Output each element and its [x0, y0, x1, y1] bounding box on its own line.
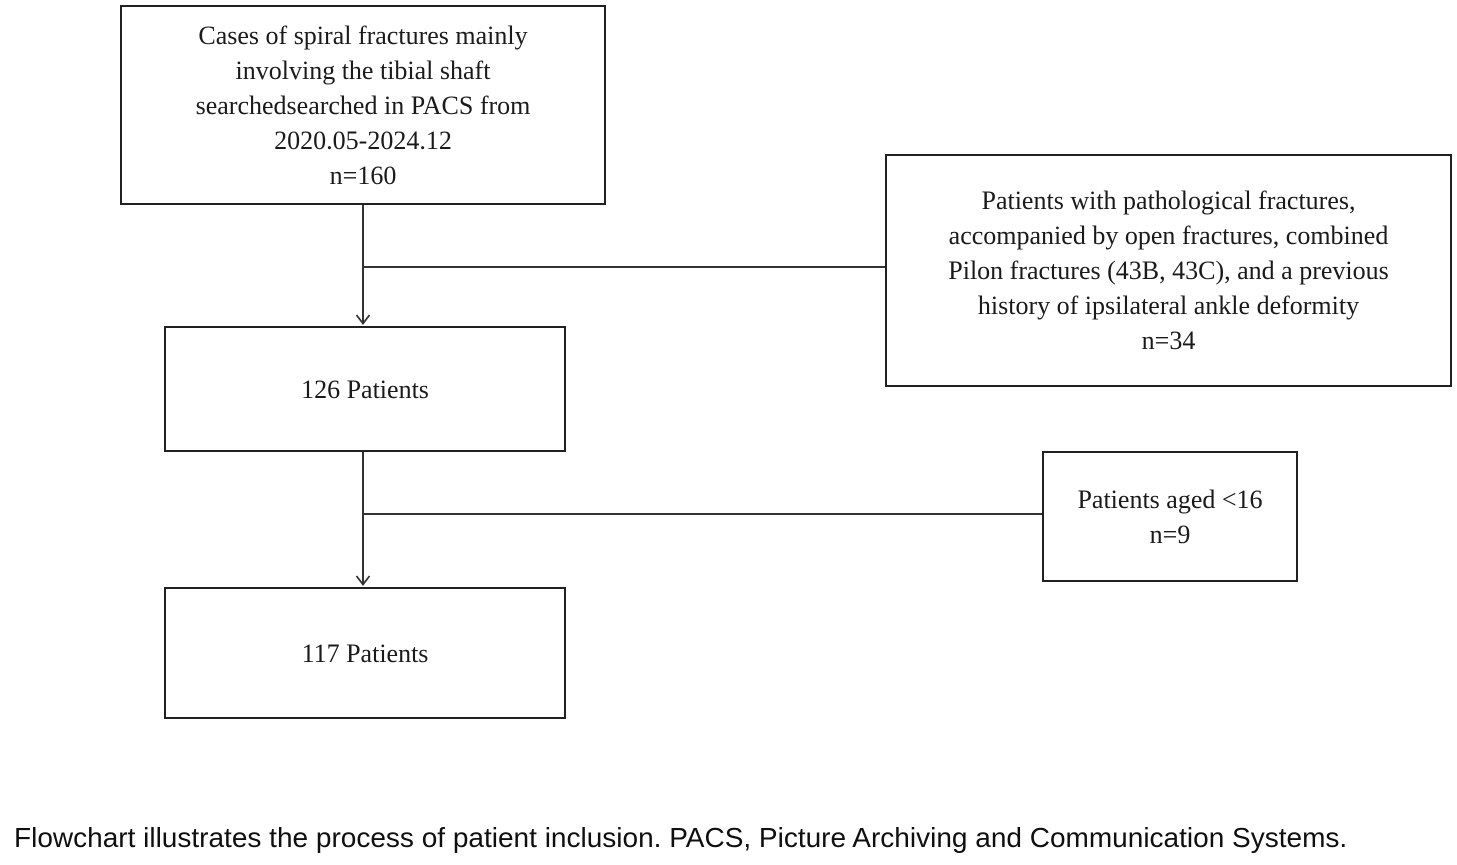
- box-initial-cases-line: 2020.05-2024.12: [274, 125, 452, 155]
- box-126-patients-label: 126 Patients: [301, 374, 429, 404]
- box-excluded-pathological-count: n=34: [1141, 326, 1196, 355]
- box-excluded-age-count: n=9: [1149, 519, 1191, 549]
- box-initial-cases-line: Cases of spiral fractures mainly: [198, 20, 528, 50]
- box-117-patients-label: 117 Patients: [301, 638, 429, 668]
- box-excluded-age: Patients aged <16 n=9: [1042, 451, 1298, 582]
- arrowhead-down-icon: [355, 575, 371, 586]
- box-excluded-age-line: Patients aged <16: [1077, 484, 1263, 514]
- box-excluded-pathological-line: history of ipsilateral ankle deformity: [977, 291, 1360, 320]
- box-117-patients: 117 Patients: [164, 587, 566, 719]
- connector-branch-exclusion-1: [362, 266, 885, 268]
- arrowhead-down-icon: [355, 314, 371, 325]
- box-excluded-pathological: Patients with pathological fractures, ac…: [885, 154, 1452, 387]
- box-initial-cases-count: n=160: [329, 160, 397, 190]
- box-initial-cases: Cases of spiral fractures mainly involvi…: [120, 5, 606, 205]
- box-initial-cases-line: searchedsearched in PACS from: [195, 90, 531, 120]
- connector-126-to-117: [362, 452, 364, 584]
- box-excluded-pathological-line: Pilon fractures (43B, 43C), and a previo…: [948, 256, 1389, 285]
- figure-caption: Flowchart illustrates the process of pat…: [14, 822, 1348, 853]
- box-initial-cases-line: involving the tibial shaft: [235, 55, 491, 85]
- box-excluded-pathological-line: Patients with pathological fractures,: [981, 186, 1356, 215]
- connector-top-to-126: [362, 205, 364, 324]
- connector-branch-exclusion-2: [362, 513, 1042, 515]
- box-excluded-pathological-line: accompanied by open fractures, combined: [948, 221, 1389, 250]
- box-126-patients: 126 Patients: [164, 326, 566, 452]
